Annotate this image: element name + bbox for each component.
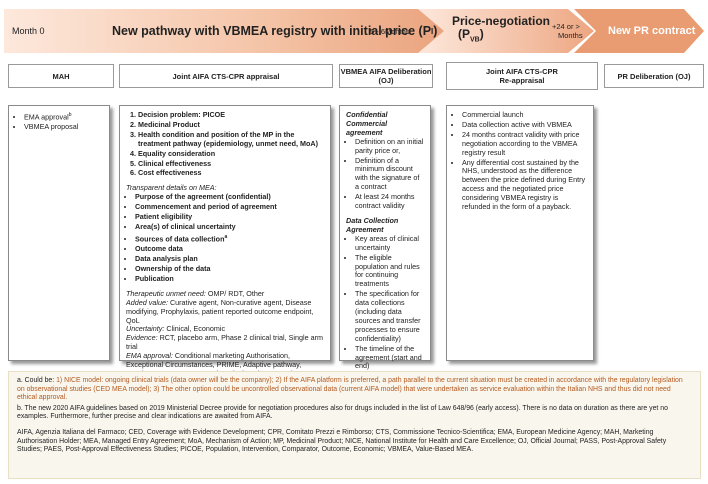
list-item: Outcome data — [135, 244, 324, 254]
list-item: Key areas of clinical uncertainty — [355, 234, 424, 253]
main-pathway-title: New pathway with VBMEA registry with ini… — [112, 24, 438, 38]
list-item: The eligible population and rules for co… — [355, 253, 424, 290]
list-item: Equality consideration — [138, 149, 324, 159]
list-item: Any differential cost sustained by the N… — [462, 158, 587, 212]
arrow-price-shape — [418, 9, 594, 53]
evidence-line: Evidence: RCT, placebo arm, Phase 2 clin… — [126, 333, 323, 352]
price-negotiation-label: Price-negotiation (PVB) — [452, 14, 551, 44]
list-item: Purpose of the agreement (confidential) — [135, 192, 324, 202]
timeline-arrow-main: Month 0 New pathway with VBMEA registry … — [4, 4, 452, 58]
timeline-arrow-pr: New PR contract — [574, 4, 706, 58]
header-vbmea-deliberation: VBMEA AIFA Deliberation (OJ) — [339, 64, 433, 88]
uncertainty-line: Uncertainty: Clinical, Economic — [126, 324, 226, 334]
footnote-b: b. The new 2020 AIFA guidelines based on… — [17, 404, 668, 421]
list-item: Sources of data collectiona — [135, 233, 324, 244]
list-item: Definition on an initial parity price or… — [355, 137, 424, 156]
list-item: Medicinal Product — [138, 120, 324, 130]
list-item: Health condition and position of the MP … — [138, 130, 324, 149]
plus-24-months-label: +24 or > Months — [552, 22, 583, 40]
list-item: EMA approvalb — [24, 111, 103, 122]
new-pr-contract-label: New PR contract — [608, 25, 696, 37]
footnotes-box: a. Could be: 1) NICE model: ongoing clin… — [8, 371, 701, 479]
months-range-label: 5 - 6Months — [370, 26, 410, 36]
header-mah: MAH — [8, 64, 114, 88]
arrow-pr-shape — [574, 9, 704, 53]
panel-vbmea-deliberation: Confidential Commercial agreement Defini… — [339, 105, 431, 370]
list-item: The specification for data collections (… — [355, 289, 424, 343]
timeline-arrow-price: Price-negotiation (PVB) +24 or > Months — [418, 4, 596, 58]
panel-reappraisal: Commercial launch Data collection active… — [446, 105, 594, 361]
arrow-main-shape — [4, 9, 450, 53]
month-0-label: Month 0 — [12, 26, 45, 36]
header-pr-deliberation: PR Deliberation (OJ) — [604, 64, 704, 88]
list-item: Ownership of the data — [135, 264, 324, 274]
list-item: Cost effectiveness — [138, 169, 324, 178]
list-item: At least 24 months contract validity — [355, 192, 424, 211]
abbreviations: AIFA, Agenzia Italiana del Farmaco; CED,… — [17, 428, 667, 454]
list-item: Patient eligibility — [135, 212, 324, 222]
list-item: Commercial launch — [462, 110, 587, 120]
list-item: Data analysis plan — [135, 254, 324, 264]
list-item: 24 months contract validity with price n… — [462, 130, 587, 158]
header-reappraisal: Joint AIFA CTS-CPR Re-appraisal — [446, 62, 598, 90]
list-item: Commencement and period of agreement — [135, 202, 324, 212]
cca-title: Confidential Commercial agreement — [346, 110, 388, 137]
dca-title: Data Collection Agreement — [346, 215, 399, 234]
list-item: Definition of a minimum discount with th… — [355, 156, 424, 193]
list-item: Data collection active with VBMEA — [462, 120, 587, 130]
list-item: Publication — [135, 274, 324, 284]
panel-joint-appraisal: Decision problem: PICOE Medicinal Produc… — [119, 105, 331, 378]
list-item: The timeline of the agreement (start and… — [355, 344, 424, 372]
list-item: VBMEA proposal — [24, 122, 103, 132]
list-item: Area(s) of clinical uncertainty — [135, 222, 324, 232]
header-joint-appraisal: Joint AIFA CTS-CPR appraisal — [119, 64, 333, 88]
footnote-a: a. Could be: 1) NICE model: ongoing clin… — [17, 377, 683, 402]
transparent-details-title: Transparent details on MEA: — [126, 183, 217, 193]
panel-mah: EMA approvalb VBMEA proposal — [8, 105, 110, 361]
unmet-need-line: Therapeutic unmet need: OMP/ RDT, Other — [126, 288, 265, 298]
added-value-line: Added value: Curative agent, Non-curativ… — [126, 297, 314, 325]
list-item: Decision problem: PICOE — [138, 110, 324, 120]
list-item: Clinical effectiveness — [138, 159, 324, 169]
